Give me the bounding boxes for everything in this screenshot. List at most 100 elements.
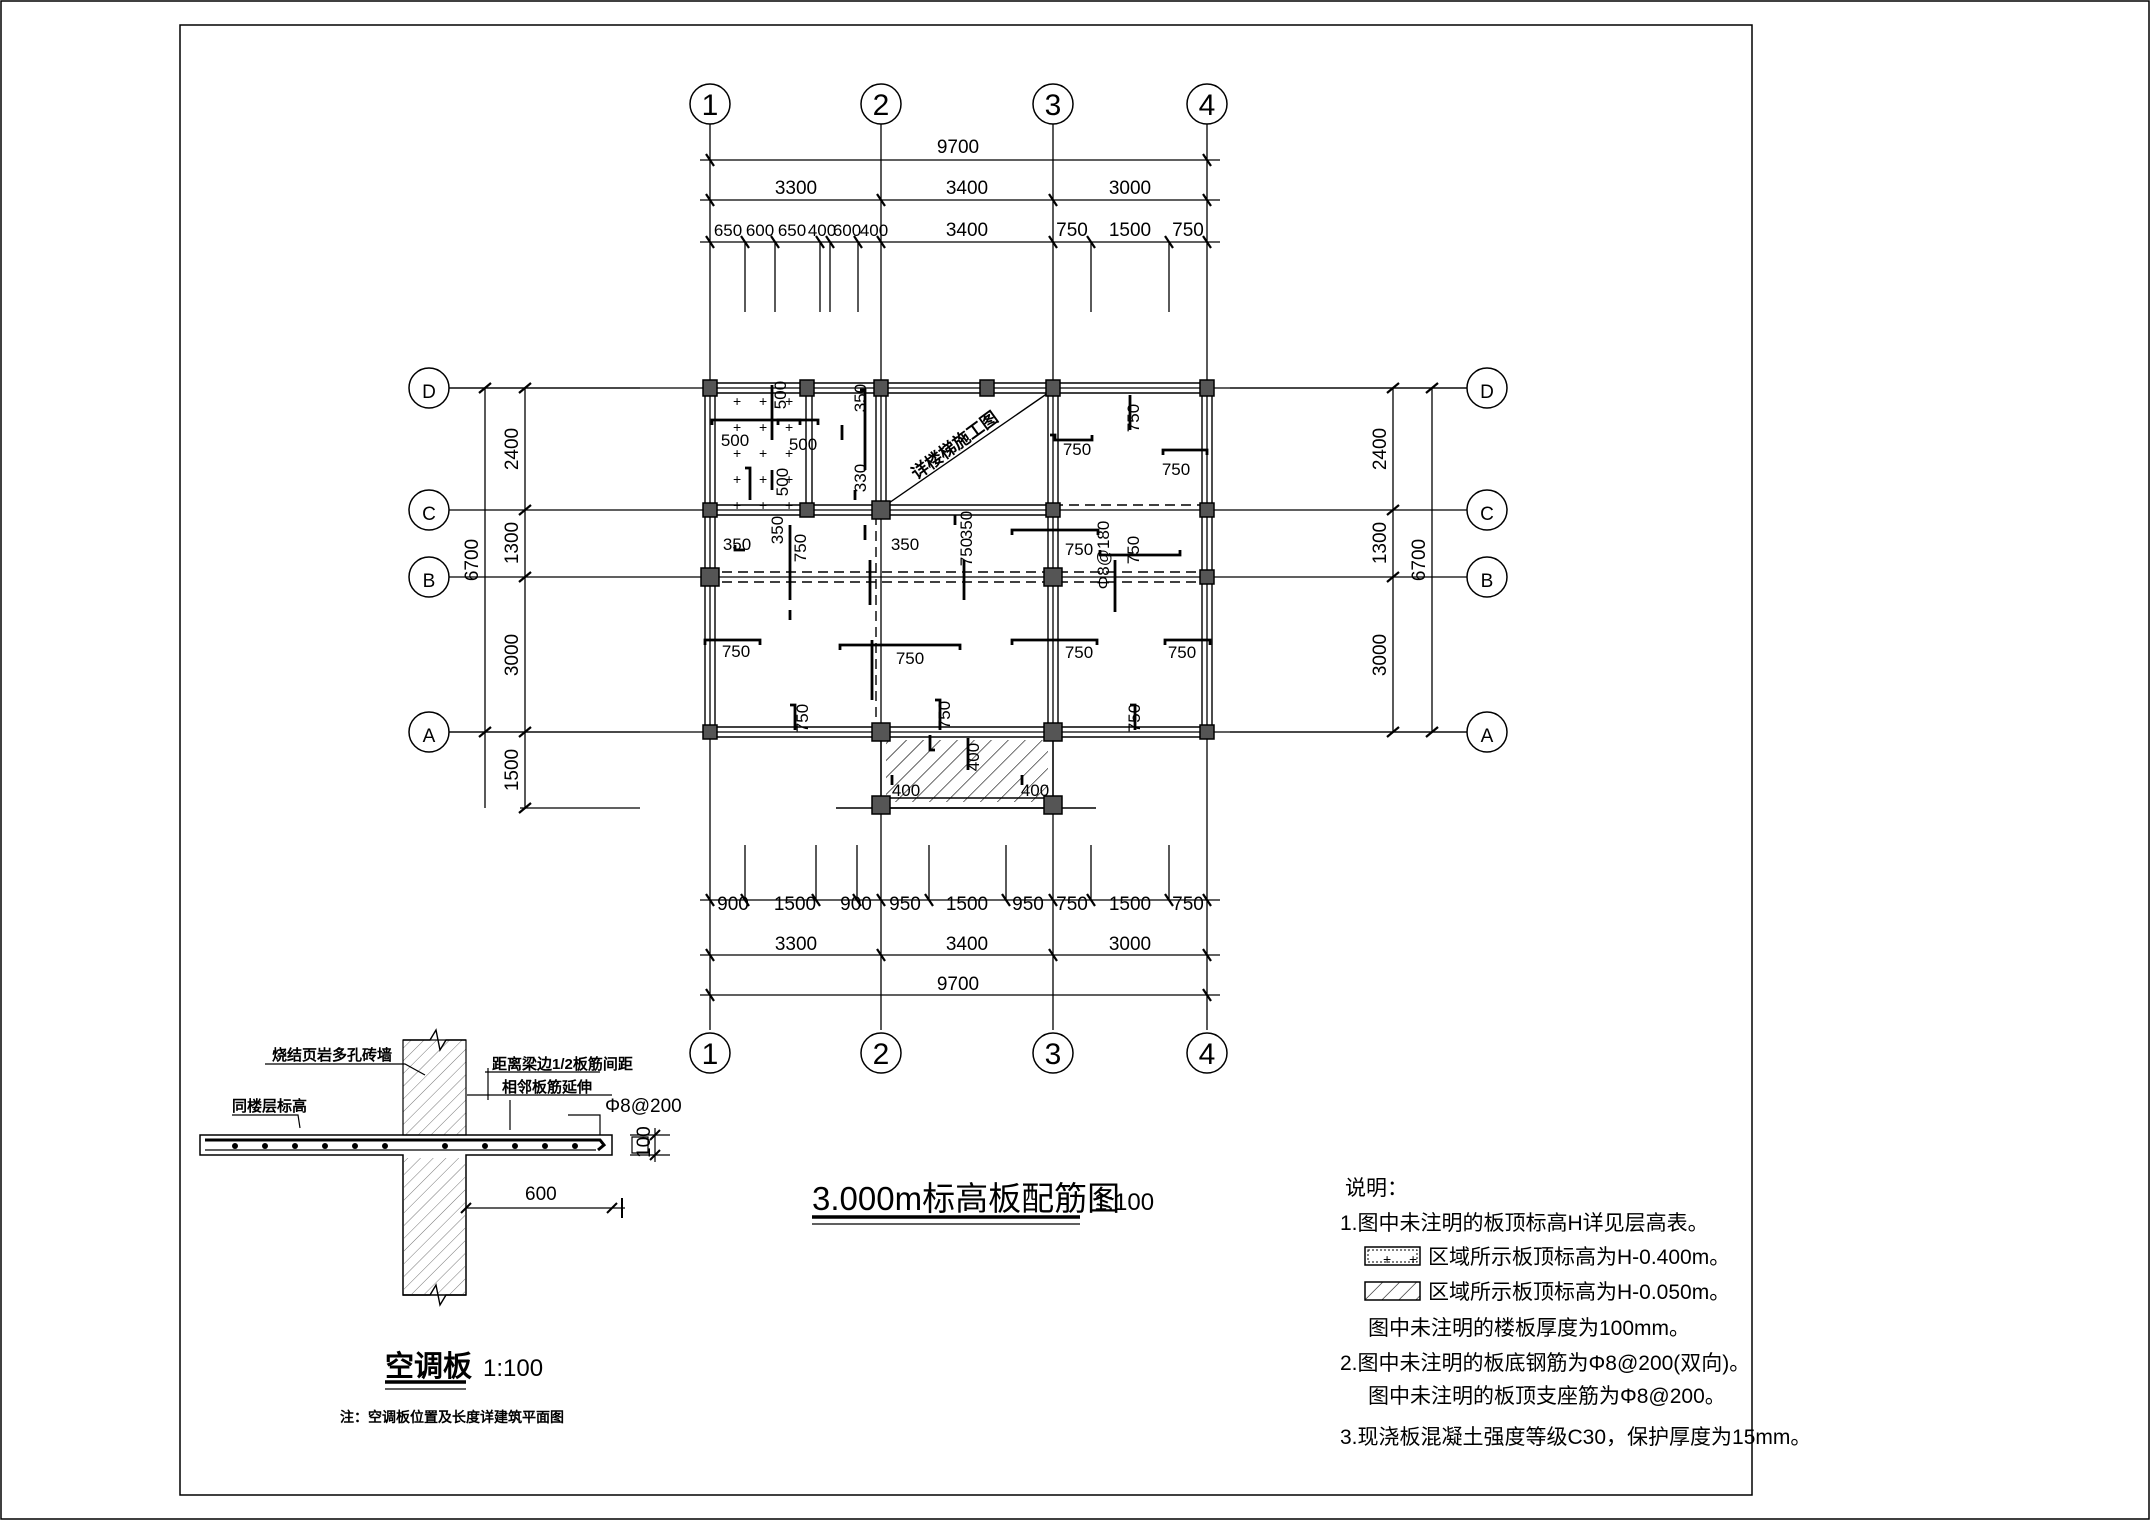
axis-label-right-C: C [1480,504,1494,525]
detail-bar-dots [232,1143,578,1149]
dim-bottom-bay-1: 3300 [775,934,817,955]
label-350-5: 350 [957,511,976,539]
ac-slab-detail: 烧结页岩多孔砖墙 距离梁边1/2板筋间距 同楼层标高 相邻板筋延伸 Φ8@200… [199,1028,682,1425]
dimension-texts: 9700 3300 3400 3000 650 600 650 400 600 … [462,137,1430,995]
legend-dots-swatch [1364,1246,1421,1266]
inner-frame [179,24,1753,1496]
detail-wall-label: 烧结页岩多孔砖墙 [272,1046,392,1064]
dim-top-sub-4: 400 [808,221,836,240]
label-400-3: 400 [1021,781,1049,800]
dim-left-row-2: 1300 [502,522,523,564]
dim-right-row-3: 3000 [1370,634,1391,676]
axis-label-top-2: 2 [873,89,890,122]
note-1c: 图中未注明的楼板厚度为100mm。 [1368,1317,1690,1340]
stair-note: 详楼梯施工图 [907,407,1001,483]
note-1b: 区域所示板顶标高为H-0.050m。 [1428,1281,1730,1304]
axis-bubble-right-D [1466,367,1508,409]
axis-bubble-top-4 [1186,83,1228,125]
axis-label-top-1: 1 [702,89,719,122]
dim-bottom-bay-2: 3400 [946,934,988,955]
dim-top-sub-8: 750 [1056,220,1088,241]
axis-bubble-left-D [408,367,450,409]
rebar-symbols [703,385,1212,785]
dim-top-sub-9: 1500 [1109,220,1151,241]
notes-heading: 说明： [1345,1177,1408,1200]
dim-bottom-sub-5: 1500 [946,894,988,915]
label-750-8: 750 [722,642,750,661]
label-750-3: 750 [1065,540,1093,559]
break-mark-bottom [403,1283,466,1307]
drawing-scale: 1:100 [1094,1189,1154,1216]
axis-bubble-left-C [408,489,450,531]
note-1a: 区域所示板顶标高为H-0.400m。 [1428,1246,1730,1269]
dim-right-row-1: 2400 [1370,428,1391,470]
label-330-1: 330 [851,464,870,492]
label-500-3: 500 [771,381,790,409]
detail-ticks [460,1129,661,1218]
label-350-4: 350 [891,535,919,554]
axis-label-top-3: 3 [1045,89,1062,122]
axis-label-right-A: A [1481,726,1494,747]
dim-top-sub-10: 750 [1172,220,1204,241]
axis-bubble-top-1 [689,83,731,125]
detail-wall-lower [404,1158,465,1294]
dim-top-sub-2: 600 [746,221,774,240]
label-750-11: 750 [1168,643,1196,662]
axis-bubble-right-C [1466,489,1508,531]
axis-label-top-4: 4 [1199,89,1216,122]
dim-right-row-2: 1300 [1370,522,1391,564]
axis-label-bottom-4: 4 [1199,1038,1216,1071]
label-500-1: 500 [721,431,749,450]
label-500-2: 500 [789,435,817,454]
dim-left-total: 6700 [462,539,483,581]
dim-bottom-sub-9: 750 [1172,894,1204,915]
detail-thickness-box [631,1136,649,1154]
detail-thickness-label: 100 [634,1126,655,1158]
axis-bubble-left-A [408,711,450,753]
axis-label-bottom-1: 1 [702,1038,719,1071]
dim-top-total: 9700 [937,137,979,158]
note-1: 1.图中未注明的板顶标高H详见层高表。 [1340,1212,1709,1235]
axis-label-left-D: D [422,382,436,403]
dim-left-row-3: 3000 [502,634,523,676]
label-750-12: 750 [793,704,812,732]
dim-bottom-sub-8: 1500 [1109,894,1151,915]
dim-bottom-bay-3: 3000 [1109,934,1151,955]
dim-top-sub-5: 600 [833,221,861,240]
dim-bottom-sub-2: 1500 [774,894,816,915]
detail-gap-label: 距离梁边1/2板筋间距 [492,1055,633,1073]
label-750-9: 750 [896,649,924,668]
label-750-10: 750 [1065,643,1093,662]
detail-wall-upper [402,1039,467,1136]
note-3: 3.现浇板混凝土强度等级C30，保护厚度为15mm。 [1340,1426,1811,1449]
axis-labels: 1 2 3 4 1 2 3 4 D C B A D C B A [422,89,1494,1071]
axis-label-left-C: C [422,504,436,525]
dim-top-sub-3: 650 [778,221,806,240]
detail-length-label: 600 [525,1184,557,1205]
axis-bubble-bottom-2 [860,1032,902,1074]
detail-title: 空调板 [385,1349,473,1383]
dim-top-bay-2: 3400 [946,178,988,199]
detail-bar-label: Φ8@200 [605,1096,682,1117]
axis-label-bottom-2: 2 [873,1038,890,1071]
label-750-14: 750 [1125,704,1144,732]
break-mark-top [403,1028,466,1052]
axis-label-right-D: D [1480,382,1494,403]
label-400-1: 400 [964,743,983,771]
label-750-4: 750 [1124,536,1143,564]
axis-bubble-bottom-4 [1186,1032,1228,1074]
dim-bottom-sub-3: 900 [840,894,872,915]
detail-footnote: 注：空调板位置及长度详建筑平面图 [340,1409,564,1425]
dim-top-bay-1: 3300 [775,178,817,199]
label-750-7: 750 [1162,460,1190,479]
dim-bottom-sub-6: 950 [1012,894,1044,915]
bar-spec-label: Φ8@180 [1094,521,1113,590]
label-400-2: 400 [892,781,920,800]
dim-bottom-sub-1: 900 [717,894,749,915]
axis-bubble-right-A [1466,711,1508,753]
general-notes: 说明： 1.图中未注明的板顶标高H详见层高表。 区域所示板顶标高为H-0.400… [1340,1177,1811,1449]
detail-ext-label: 相邻板筋延伸 [502,1078,592,1096]
axis-bubbles [408,83,1508,1074]
